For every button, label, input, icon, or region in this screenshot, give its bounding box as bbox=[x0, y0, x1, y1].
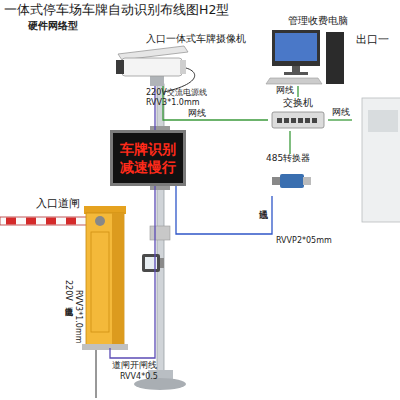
wire-label: RVV3*1.0mm bbox=[146, 99, 199, 108]
arm-stripe bbox=[46, 218, 56, 225]
switch-port bbox=[305, 118, 310, 123]
wire-label: RVV3*1.0mm bbox=[73, 290, 82, 343]
switch-port bbox=[291, 118, 296, 123]
arm-stripe bbox=[26, 218, 36, 225]
exit-panel bbox=[368, 110, 398, 132]
converter-plug bbox=[303, 177, 311, 185]
display-bracket bbox=[150, 186, 170, 190]
monitor-screen bbox=[275, 33, 317, 61]
camera-body bbox=[122, 58, 182, 76]
barrier-side bbox=[112, 213, 124, 346]
diagram-title: 一体式停车场车牌自动识别布线图H2型 bbox=[4, 3, 229, 17]
barrier-door bbox=[91, 232, 109, 332]
junction-box bbox=[150, 226, 170, 240]
converter-plug bbox=[272, 177, 281, 185]
device-label: 入口道闸 bbox=[36, 198, 80, 210]
camera-node: 入口一体式车牌摄像机 bbox=[116, 33, 244, 86]
cable-label: 道闸开闸线 bbox=[112, 361, 157, 371]
exit-node: 出口一 bbox=[352, 34, 400, 222]
wire-label: RVV4*0.5 bbox=[120, 373, 158, 382]
device-label: 出口一 bbox=[356, 34, 389, 46]
cable-connector bbox=[328, 119, 352, 120]
wire-label: 硬件网络型 bbox=[28, 20, 78, 31]
display-text: 车牌识别 减速慢行 bbox=[117, 140, 179, 176]
barrier-node: 入口道闸 bbox=[84, 206, 126, 348]
floodlight bbox=[142, 254, 160, 272]
arm-pivot bbox=[95, 216, 105, 226]
camera-rear bbox=[180, 60, 186, 74]
switch-port bbox=[298, 118, 303, 123]
device-label: 交换机 bbox=[283, 97, 313, 108]
cable-connector bbox=[297, 86, 298, 97]
wire-label: 220V交流电源线 bbox=[146, 89, 207, 98]
switch-port bbox=[312, 118, 317, 123]
cable-label: 网线 bbox=[332, 108, 350, 118]
pc-tower bbox=[326, 32, 344, 84]
cable-label: 网线 bbox=[276, 86, 294, 96]
exit-cabinet bbox=[362, 98, 400, 222]
converter-node: 485转换器 bbox=[262, 154, 316, 196]
arm-stripe bbox=[66, 218, 76, 225]
floodlight-lens bbox=[145, 257, 157, 269]
keyboard bbox=[266, 78, 322, 84]
wire-label: 220V交流电源线 bbox=[63, 280, 72, 301]
device-label: 入口一体式车牌摄像机 bbox=[146, 33, 246, 44]
barrier-arm bbox=[0, 217, 92, 225]
cable-label: 网线 bbox=[188, 109, 206, 119]
barrier-cabinet bbox=[86, 213, 124, 346]
wire-label: RVVP2*05mm bbox=[276, 237, 332, 246]
cable-connector bbox=[289, 131, 290, 154]
cable-connector bbox=[176, 186, 272, 234]
converter-body bbox=[280, 174, 304, 188]
monitor bbox=[272, 30, 320, 66]
barrier-base bbox=[82, 344, 128, 350]
arm-stripe bbox=[6, 218, 16, 225]
device-label: 管理收费电脑 bbox=[288, 15, 348, 26]
switch-node: 交换机 bbox=[268, 97, 328, 131]
device-label: 485转换器 bbox=[266, 154, 310, 164]
monitor-stand bbox=[292, 66, 300, 72]
switch-body bbox=[272, 112, 324, 128]
led-display: 车牌识别 减速慢行 bbox=[110, 130, 186, 186]
monitor-foot bbox=[284, 72, 308, 75]
camera-lens bbox=[116, 60, 124, 74]
computer-node: 管理收费电脑 bbox=[264, 14, 350, 86]
switch-port bbox=[284, 118, 289, 123]
cable-connector bbox=[110, 86, 155, 358]
power-cable bbox=[96, 350, 97, 398]
switch-port bbox=[277, 118, 282, 123]
